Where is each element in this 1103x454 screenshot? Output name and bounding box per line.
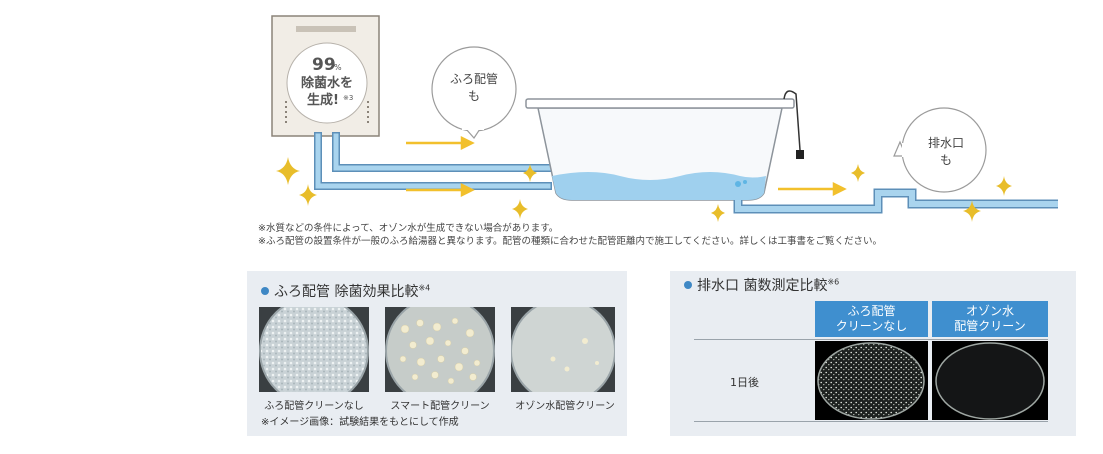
drain-pipe: [733, 188, 1058, 214]
pipe-panel-title-text: ふろ配管 除菌効果比較: [274, 284, 419, 300]
petri-dish-image-ozone-clean: [511, 307, 615, 392]
diagram-notes: ※水質などの条件によって、オゾン水が生成できない場合があります。 ※ふろ配管の設…: [258, 222, 882, 248]
drain-dish-image-ozone-clean: [932, 341, 1048, 420]
pipe-sterilization-panel: ふろ配管 除菌効果比較※4: [247, 271, 627, 436]
unit-percent-sign: %: [334, 63, 342, 72]
drain-bubble-line2: も: [940, 153, 952, 167]
pipe-speech-bubble: [431, 46, 517, 139]
bathtub: [525, 90, 804, 201]
bullet-dot-icon: [261, 287, 269, 295]
plate-caption: スマート配管クリーン: [390, 401, 490, 412]
drain-speech-bubble: [893, 107, 987, 193]
petri-dish-image-no-clean: [259, 307, 369, 392]
flow-arrows: [406, 135, 847, 198]
drain-panel-title: 排水口 菌数測定比較※6: [684, 275, 839, 295]
pipe-bubble-line1: ふろ配管: [450, 71, 498, 86]
water-heater-unit: [271, 15, 380, 137]
pipe-bubble-line2: も: [468, 89, 480, 103]
unit-percent: 99: [312, 55, 336, 75]
image-footnote: ※イメージ画像：試験結果をもとにして作成: [261, 417, 459, 428]
drain-panel-title-note: ※6: [827, 277, 840, 287]
table-divider: [694, 339, 1048, 340]
ozone-system-diagram: 99 % 除菌水を 生成! ※3 ふろ配管 も: [271, 15, 1058, 222]
unit-note-mark: ※3: [343, 94, 353, 102]
drain-bacteria-panel: 排水口 菌数測定比較※6 ふろ配管クリーンなし オゾン水配管クリーン 1日後: [670, 271, 1076, 436]
unit-text-line1: 除菌水を: [301, 75, 353, 91]
sparkle-icons: [276, 157, 1012, 222]
drain-bubble-line1: 排水口: [928, 136, 964, 150]
column-header-ozone-clean: オゾン水配管クリーン: [932, 301, 1048, 337]
note-line: ※ふろ配管の設置条件が一般のふろ給湯器と異なります。配管の種類に合わせた配管距離…: [258, 236, 882, 247]
table-divider: [694, 421, 1048, 422]
unit-text-line2: 生成!: [307, 92, 339, 108]
plate-caption: オゾン水配管クリーン: [515, 401, 615, 412]
note-line: ※水質などの条件によって、オゾン水が生成できない場合があります。: [258, 223, 559, 234]
plate-caption: ふろ配管クリーンなし: [264, 401, 364, 412]
supply-pipes: [314, 132, 552, 190]
pipe-panel-title-note: ※4: [418, 283, 431, 293]
row-label-day1: 1日後: [730, 376, 759, 389]
bullet-dot-icon: [684, 281, 692, 289]
petri-dish-image-smart-clean: [385, 307, 495, 392]
drain-dish-image-no-clean: [815, 341, 928, 420]
pipe-panel-title: ふろ配管 除菌効果比較※4: [261, 281, 430, 301]
drain-panel-title-text: 排水口 菌数測定比較: [697, 278, 828, 294]
column-header-no-clean: ふろ配管クリーンなし: [815, 301, 928, 337]
